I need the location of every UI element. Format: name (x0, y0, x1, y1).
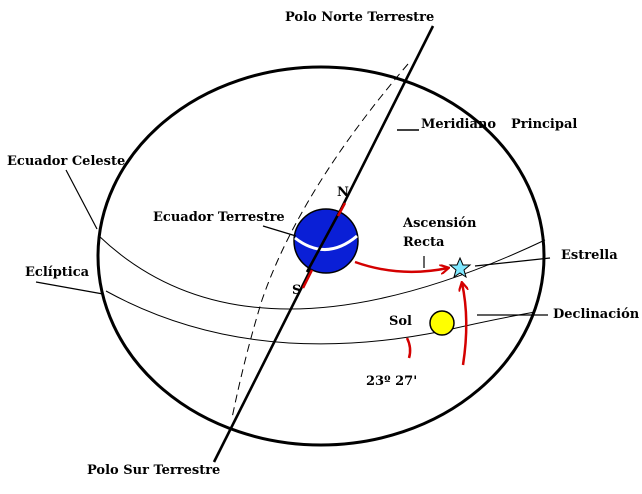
meridian-dashed-back (231, 63, 409, 419)
label-declination: Declinación (553, 307, 640, 322)
star-icon (448, 256, 472, 279)
label-earth-north: N (337, 185, 349, 200)
label-star: Estrella (561, 248, 618, 263)
label-north-pole: Polo Norte Terrestre (285, 10, 434, 25)
earth-axis-south-red (301, 269, 314, 289)
declination-arrow (462, 283, 466, 366)
label-right-ascension-line1: Ascensión (402, 216, 477, 231)
label-south-pole: Polo Sur Terrestre (87, 463, 220, 478)
terrestrial-equator-band (294, 234, 358, 251)
label-terrestrial-equator: Ecuador Terrestre (153, 210, 285, 225)
earth-axis-front (305, 210, 342, 273)
label-meridian-word1: Meridiano (421, 117, 496, 132)
label-earth-south: S (292, 283, 301, 298)
right-ascension-arrow (354, 260, 448, 272)
label-sun: Sol (389, 314, 412, 329)
label-celestial-equator: Ecuador Celeste (7, 154, 125, 169)
leader-celestial-equator (65, 169, 98, 230)
angle-arc (405, 337, 412, 359)
ecliptic-curve (105, 290, 536, 345)
label-meridian-word2: Principal (511, 117, 577, 132)
celestial-equator-curve (98, 235, 546, 310)
label-right-ascension-line2: Recta (403, 235, 445, 250)
leader-star (474, 257, 551, 267)
leader-terrestrial-equator (262, 225, 297, 237)
earth (293, 208, 359, 274)
leader-ecliptic (35, 281, 104, 295)
sun (429, 310, 455, 336)
label-ecliptic: Eclíptica (25, 265, 90, 280)
earth-axis-north-red (336, 202, 347, 217)
celestial-sphere-outline (96, 65, 546, 447)
label-angle: 23º 27' (366, 374, 417, 389)
